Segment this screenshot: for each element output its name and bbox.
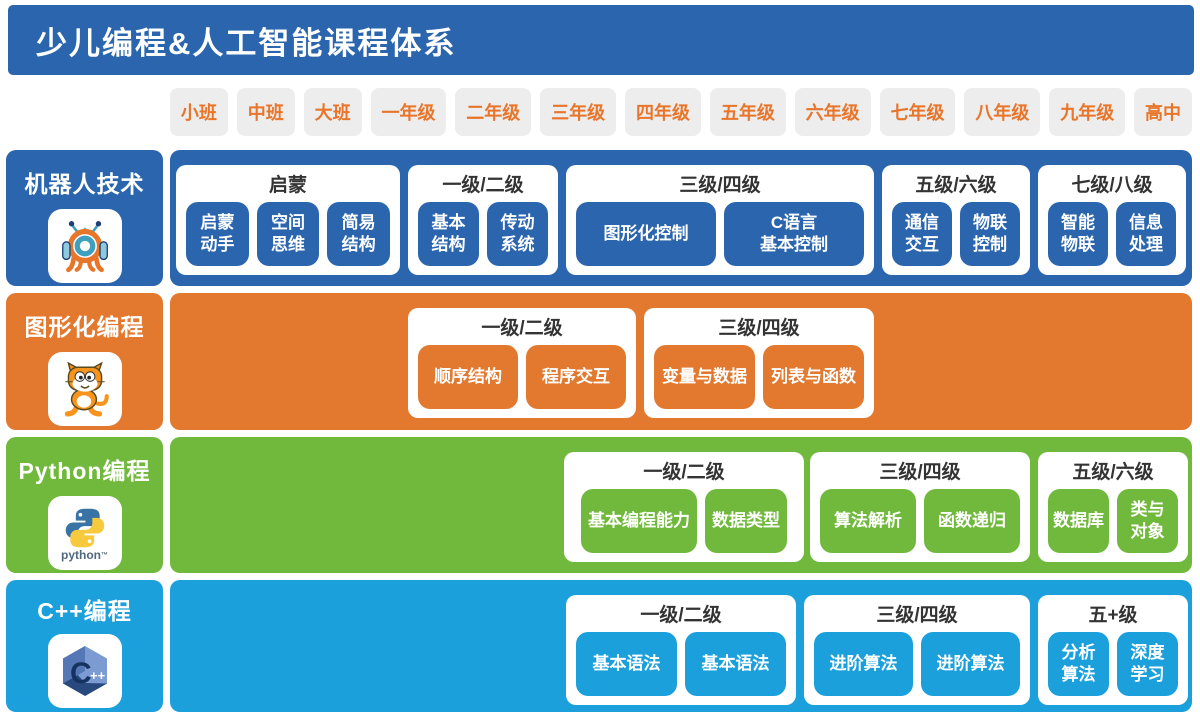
course-chip: 图形化控制 bbox=[576, 202, 716, 266]
python-icon: python™ bbox=[47, 496, 122, 570]
course-chip: 算法解析 bbox=[820, 489, 916, 553]
grade-chip: 一年级 bbox=[370, 88, 447, 136]
course-chip: C语言 基本控制 bbox=[724, 202, 864, 266]
row-label-robotics: 机器人技术 bbox=[24, 171, 145, 197]
grade-chip: 二年级 bbox=[455, 88, 532, 136]
course-chip: 数据库 bbox=[1048, 489, 1109, 553]
level-card: 三级/四级 变量与数据 列表与函数 bbox=[644, 308, 874, 418]
level-label: 启蒙 bbox=[268, 175, 307, 196]
level-label: 一级/二级 bbox=[640, 605, 722, 626]
course-chip: 基本语法 bbox=[685, 632, 786, 696]
grade-chip: 三年级 bbox=[540, 88, 617, 136]
grade-chip: 高中 bbox=[1134, 88, 1192, 136]
course-chip: 函数递归 bbox=[924, 489, 1020, 553]
grade-chip: 中班 bbox=[236, 88, 295, 136]
course-chip: 基本语法 bbox=[576, 632, 677, 696]
level-card: 一级/二级 基本 结构 传动 系统 bbox=[408, 165, 558, 275]
course-chip: 简易 结构 bbox=[327, 202, 391, 266]
grade-chip: 四年级 bbox=[625, 88, 701, 136]
course-chip: 智能 物联 bbox=[1048, 202, 1108, 266]
grade-chip: 九年级 bbox=[1049, 88, 1126, 136]
level-label: 五级/六级 bbox=[915, 175, 997, 196]
course-chip: 进阶算法 bbox=[814, 632, 913, 696]
course-chip: 列表与函数 bbox=[763, 345, 864, 409]
level-label: 一级/二级 bbox=[643, 462, 725, 483]
level-label: 七级/八级 bbox=[1071, 175, 1153, 196]
header-bar: 少儿编程&人工智能课程体系 bbox=[8, 5, 1194, 75]
grade-chip: 五年级 bbox=[709, 88, 786, 136]
level-label: 五级/六级 bbox=[1072, 462, 1154, 483]
level-card: 一级/二级 顺序结构 程序交互 bbox=[408, 308, 636, 418]
course-chip: 通信 交互 bbox=[892, 202, 952, 266]
sidebar-tile-python: Python编程 python™ bbox=[6, 437, 163, 573]
course-chip: 类与 对象 bbox=[1117, 489, 1178, 553]
scratch-cat-icon bbox=[47, 352, 122, 426]
page-title: 少儿编程&人工智能课程体系 bbox=[36, 25, 457, 61]
level-card: 五+级 分析 算法 深度 学习 bbox=[1038, 595, 1188, 705]
level-label: 三级/四级 bbox=[879, 462, 961, 483]
course-chip: 基本 结构 bbox=[418, 202, 479, 266]
cpp-icon: C ++ bbox=[47, 634, 122, 708]
grade-chip: 小班 bbox=[170, 88, 228, 136]
level-card: 七级/八级 智能 物联 信息 处理 bbox=[1038, 165, 1186, 275]
svg-text:C: C bbox=[70, 657, 92, 690]
course-chip: 深度 学习 bbox=[1117, 632, 1178, 696]
course-chip: 物联 控制 bbox=[960, 202, 1020, 266]
course-chip: 传动 系统 bbox=[487, 202, 548, 266]
course-chip: 信息 处理 bbox=[1116, 202, 1176, 266]
level-label: 三级/四级 bbox=[718, 318, 800, 339]
course-chip: 变量与数据 bbox=[654, 345, 755, 409]
level-label: 三级/四级 bbox=[876, 605, 958, 626]
level-card: 一级/二级 基本语法 基本语法 bbox=[566, 595, 796, 705]
level-card: 三级/四级 算法解析 函数递归 bbox=[810, 452, 1030, 562]
robot-icon bbox=[47, 209, 122, 283]
grade-chip: 八年级 bbox=[964, 88, 1041, 136]
row-cpp: 一级/二级 基本语法 基本语法 三级/四级 进阶算法 进阶算法 五+级 分析 算… bbox=[170, 580, 1192, 712]
svg-text:++: ++ bbox=[90, 668, 106, 683]
level-label: 三级/四级 bbox=[679, 175, 761, 196]
level-label: 五+级 bbox=[1088, 605, 1138, 626]
level-label: 一级/二级 bbox=[481, 318, 563, 339]
row-graphical: 一级/二级 顺序结构 程序交互 三级/四级 变量与数据 列表与函数 bbox=[170, 293, 1192, 430]
grade-scale: 小班 中班 大班 一年级 二年级 三年级 四年级 五年级 六年级 七年级 八年级… bbox=[170, 88, 1192, 136]
level-card: 三级/四级 图形化控制 C语言 基本控制 bbox=[566, 165, 874, 275]
level-card: 一级/二级 基本编程能力 数据类型 bbox=[564, 452, 804, 562]
level-card: 三级/四级 进阶算法 进阶算法 bbox=[804, 595, 1030, 705]
course-chip: 分析 算法 bbox=[1048, 632, 1109, 696]
level-card: 启蒙 启蒙 动手 空间 思维 简易 结构 bbox=[176, 165, 400, 275]
row-robotics: 启蒙 启蒙 动手 空间 思维 简易 结构 一级/二级 基本 结构 传动 系统 三… bbox=[170, 150, 1192, 286]
level-label: 一级/二级 bbox=[442, 175, 524, 196]
grade-chip: 七年级 bbox=[879, 88, 956, 136]
course-chip: 数据类型 bbox=[705, 489, 787, 553]
course-chip: 启蒙 动手 bbox=[186, 202, 249, 266]
sidebar-tile-robotics: 机器人技术 bbox=[6, 150, 163, 286]
course-chip: 基本编程能力 bbox=[581, 489, 697, 553]
course-chip: 程序交互 bbox=[526, 345, 626, 409]
level-card: 五级/六级 数据库 类与 对象 bbox=[1038, 452, 1188, 562]
grade-chip: 大班 bbox=[303, 88, 362, 136]
sidebar-tile-graphical: 图形化编程 bbox=[6, 293, 163, 430]
row-label-graphical: 图形化编程 bbox=[24, 314, 145, 340]
level-card: 五级/六级 通信 交互 物联 控制 bbox=[882, 165, 1030, 275]
course-chip: 顺序结构 bbox=[418, 345, 518, 409]
course-chip: 进阶算法 bbox=[921, 632, 1020, 696]
row-label-cpp: C++编程 bbox=[37, 598, 132, 624]
course-chip: 空间 思维 bbox=[256, 202, 320, 266]
row-label-python: Python编程 bbox=[18, 458, 151, 484]
sidebar-tile-cpp: C++编程 C ++ bbox=[6, 580, 163, 712]
python-wordmark: python™ bbox=[61, 547, 108, 562]
grade-chip: 六年级 bbox=[794, 88, 871, 136]
row-python: 一级/二级 基本编程能力 数据类型 三级/四级 算法解析 函数递归 五级/六级 … bbox=[170, 437, 1192, 573]
